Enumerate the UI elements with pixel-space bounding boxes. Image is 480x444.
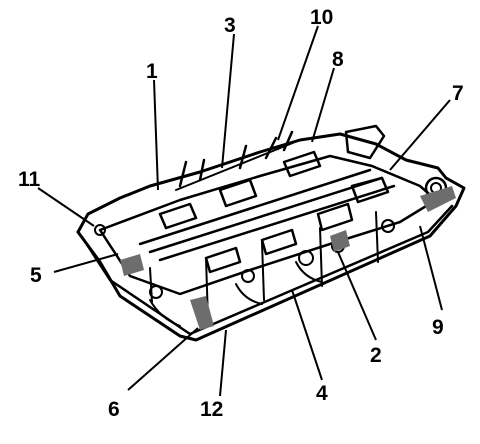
callout-4: 4 xyxy=(316,382,328,405)
leader-7 xyxy=(389,99,451,171)
callout-3: 3 xyxy=(224,14,236,37)
leader-1 xyxy=(153,79,159,191)
callout-8: 8 xyxy=(332,48,344,71)
leader-lines xyxy=(37,25,451,397)
callout-10: 10 xyxy=(310,6,333,29)
leader-3 xyxy=(221,33,235,169)
callout-7: 7 xyxy=(452,82,464,105)
leader-8 xyxy=(311,67,335,143)
callout-11: 11 xyxy=(18,168,41,191)
leader-10 xyxy=(277,25,319,141)
leader-6 xyxy=(127,327,199,391)
callout-5: 5 xyxy=(30,264,42,287)
leader-4 xyxy=(291,289,323,381)
manifold-body xyxy=(76,124,466,342)
leader-11 xyxy=(37,187,95,227)
callout-9: 9 xyxy=(432,316,444,339)
callout-1: 1 xyxy=(146,60,158,83)
leader-12 xyxy=(219,329,227,397)
callout-2: 2 xyxy=(370,344,382,367)
callout-6: 6 xyxy=(108,398,120,421)
leader-9 xyxy=(419,225,443,311)
callout-12: 12 xyxy=(200,398,223,421)
leader-5 xyxy=(53,253,119,273)
leader-2 xyxy=(337,251,377,341)
callout-labels: 1 2 3 4 5 6 7 8 9 10 11 12 xyxy=(18,6,464,421)
